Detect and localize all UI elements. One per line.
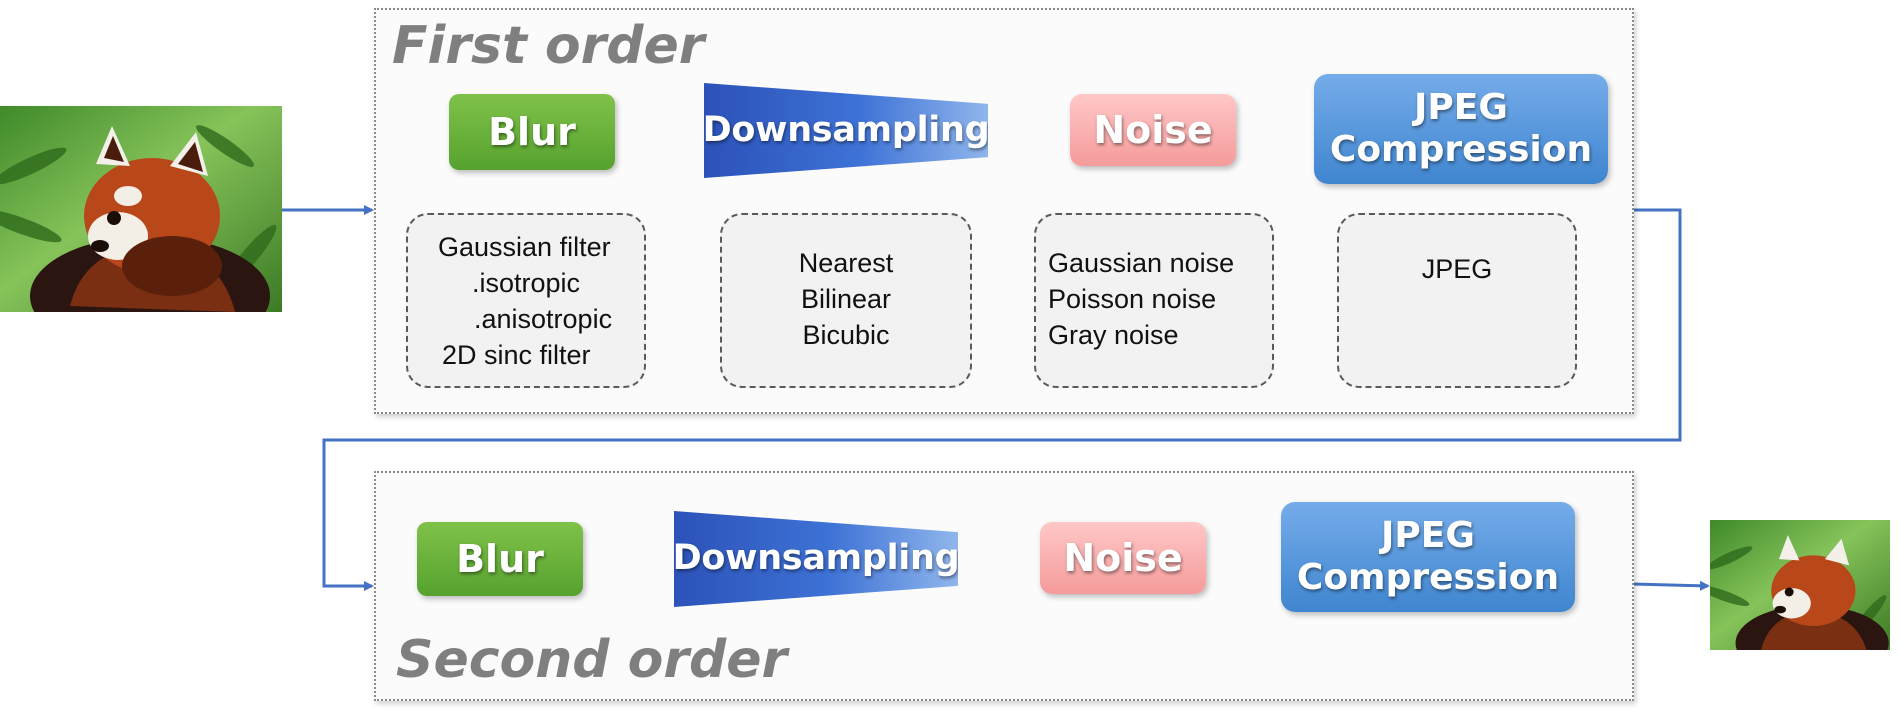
input-image: [0, 106, 282, 312]
noise-option: Poisson noise: [1048, 284, 1217, 314]
jpeg-compression-block-first: JPEG Compression: [1314, 74, 1608, 184]
blur-block-first: Blur: [449, 94, 615, 170]
arrow-first-to-second: [322, 208, 1682, 591]
noise-block-second: Noise: [1040, 522, 1206, 594]
noise-options-box: Gaussian noise Poisson noise Gray noise: [1034, 213, 1274, 388]
jpeg-option: JPEG: [1421, 254, 1493, 284]
red-panda-image: [1710, 520, 1890, 650]
downsampling-options-box: Nearest Bilinear Bicubic: [720, 213, 972, 388]
blur-option: 2D sinc filter: [442, 340, 591, 370]
blur-option: .isotropic: [472, 268, 581, 298]
downsampling-option: Nearest: [798, 248, 894, 278]
blur-option: Gaussian filter: [438, 232, 611, 262]
jpeg-compression-block-second: JPEG Compression: [1281, 502, 1575, 612]
downsampling-option: Bilinear: [800, 284, 892, 314]
blur-option: .anisotropic: [474, 304, 613, 334]
second-order-title: Second order: [396, 630, 788, 690]
first-order-title: First order: [392, 16, 705, 76]
noise-option: Gray noise: [1048, 320, 1179, 350]
downsampling-option: Bicubic: [802, 320, 890, 350]
arrow-second-to-output: [1631, 580, 1710, 591]
jpeg-options-box: JPEG: [1337, 213, 1577, 388]
noise-block-first: Noise: [1070, 94, 1236, 166]
red-panda-image: [0, 106, 282, 312]
noise-option: Gaussian noise: [1048, 248, 1235, 278]
blur-block-second: Blur: [417, 522, 583, 596]
output-image: [1710, 520, 1890, 650]
blur-options-box: Gaussian filter .isotropic .anisotropic …: [406, 213, 646, 388]
